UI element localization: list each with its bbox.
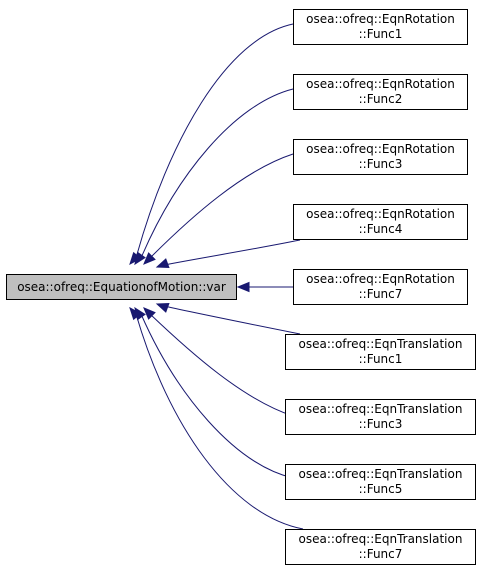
derived-node-eqnrotation-func2[interactable]: osea::ofreq::EqnRotation ::Func2 — [293, 74, 468, 110]
arrowhead-eqnrotation-func3 — [143, 252, 156, 265]
node-label-line1: osea::ofreq::EqnRotation — [306, 142, 455, 156]
arrowhead-eqntranslation-func3 — [143, 307, 156, 320]
derived-node-eqnrotation-func4[interactable]: osea::ofreq::EqnRotation ::Func4 — [293, 204, 468, 240]
base-class-label: osea::ofreq::EquationofMotion::var — [17, 279, 226, 294]
edge-eqntranslation-func5 — [140, 313, 294, 479]
node-label-line1: osea::ofreq::EqnTranslation — [298, 402, 463, 416]
edge-eqntranslation-func1 — [163, 305, 301, 335]
node-label-line2: ::Func2 — [358, 92, 403, 106]
node-label-line2: ::Func3 — [358, 417, 403, 431]
node-label-line1: osea::ofreq::EqnRotation — [306, 207, 455, 221]
edge-eqnrotation-func4 — [163, 239, 301, 266]
node-label-line2: ::Func1 — [358, 27, 403, 41]
edge-group — [129, 23, 304, 530]
node-label-line1: osea::ofreq::EqnTranslation — [298, 337, 463, 351]
node-label-line1: osea::ofreq::EqnRotation — [306, 12, 455, 26]
derived-node-eqntranslation-func3[interactable]: osea::ofreq::EqnTranslation ::Func3 — [285, 399, 476, 435]
derived-node-eqnrotation-func3[interactable]: osea::ofreq::EqnRotation ::Func3 — [293, 139, 468, 175]
arrowhead-eqnrotation-func2 — [134, 251, 146, 266]
derived-node-eqnrotation-func7[interactable]: osea::ofreq::EqnRotation ::Func7 — [293, 269, 468, 305]
derived-node-eqntranslation-func1[interactable]: osea::ofreq::EqnTranslation ::Func1 — [285, 334, 476, 370]
edge-eqnrotation-func3 — [149, 153, 294, 259]
edge-eqntranslation-func3 — [149, 313, 294, 417]
node-label-line2: ::Func3 — [358, 157, 403, 171]
derived-node-eqntranslation-func5[interactable]: osea::ofreq::EqnTranslation ::Func5 — [285, 464, 476, 500]
node-label-line1: osea::ofreq::EqnRotation — [306, 272, 455, 286]
node-label-line2: ::Func5 — [358, 482, 403, 496]
arrowhead-eqnrotation-func4 — [155, 258, 170, 268]
node-label-line1: osea::ofreq::EqnTranslation — [298, 467, 463, 481]
node-label-line2: ::Func7 — [358, 547, 403, 561]
arrowhead-eqnrotation-func7 — [236, 281, 250, 293]
arrowhead-eqntranslation-func1 — [155, 303, 170, 313]
node-label-line2: ::Func4 — [358, 222, 403, 236]
edge-eqntranslation-func7 — [135, 313, 304, 530]
edge-eqnrotation-func1 — [135, 23, 294, 259]
derived-node-eqnrotation-func1[interactable]: osea::ofreq::EqnRotation ::Func1 — [293, 9, 468, 45]
node-label-line1: osea::ofreq::EqnTranslation — [298, 532, 463, 546]
base-class-node[interactable]: osea::ofreq::EquationofMotion::var — [6, 274, 237, 300]
edge-eqnrotation-func2 — [140, 88, 294, 259]
node-label-line2: ::Func1 — [358, 352, 403, 366]
node-label-line1: osea::ofreq::EqnRotation — [306, 77, 455, 91]
arrowhead-eqntranslation-func7 — [129, 306, 142, 321]
derived-node-eqntranslation-func7[interactable]: osea::ofreq::EqnTranslation ::Func7 — [285, 529, 476, 565]
node-label-line2: ::Func7 — [358, 287, 403, 301]
